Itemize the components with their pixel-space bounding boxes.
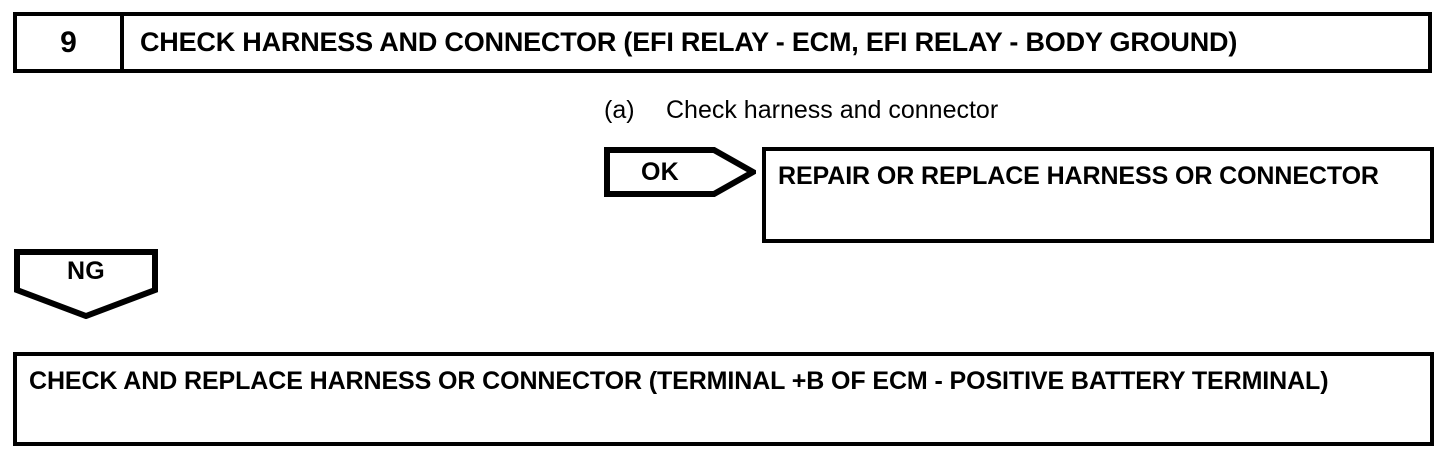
step-title-cell: CHECK HARNESS AND CONNECTOR (EFI RELAY -… (140, 27, 1238, 58)
substep-text: Check harness and connector (666, 96, 999, 124)
ok-branch-arrow: OK (604, 147, 756, 197)
substep-line: (a) Check harness and connector (604, 96, 998, 125)
bottom-box: CHECK AND REPLACE HARNESS OR CONNECTOR (… (13, 352, 1434, 446)
ok-arrow-shape (604, 147, 756, 197)
bottom-box-text: CHECK AND REPLACE HARNESS OR CONNECTOR (… (29, 367, 1329, 395)
ng-branch-arrow: NG (14, 249, 158, 319)
repair-box-text: REPAIR OR REPLACE HARNESS OR CONNECTOR (778, 162, 1379, 190)
step-header-row: 9 CHECK HARNESS AND CONNECTOR (EFI RELAY… (13, 12, 1432, 73)
step-number-cell: 9 (17, 16, 124, 69)
repair-box: REPAIR OR REPLACE HARNESS OR CONNECTOR (762, 147, 1434, 243)
ng-arrow-shape (14, 249, 158, 319)
substep-marker: (a) (604, 96, 635, 124)
